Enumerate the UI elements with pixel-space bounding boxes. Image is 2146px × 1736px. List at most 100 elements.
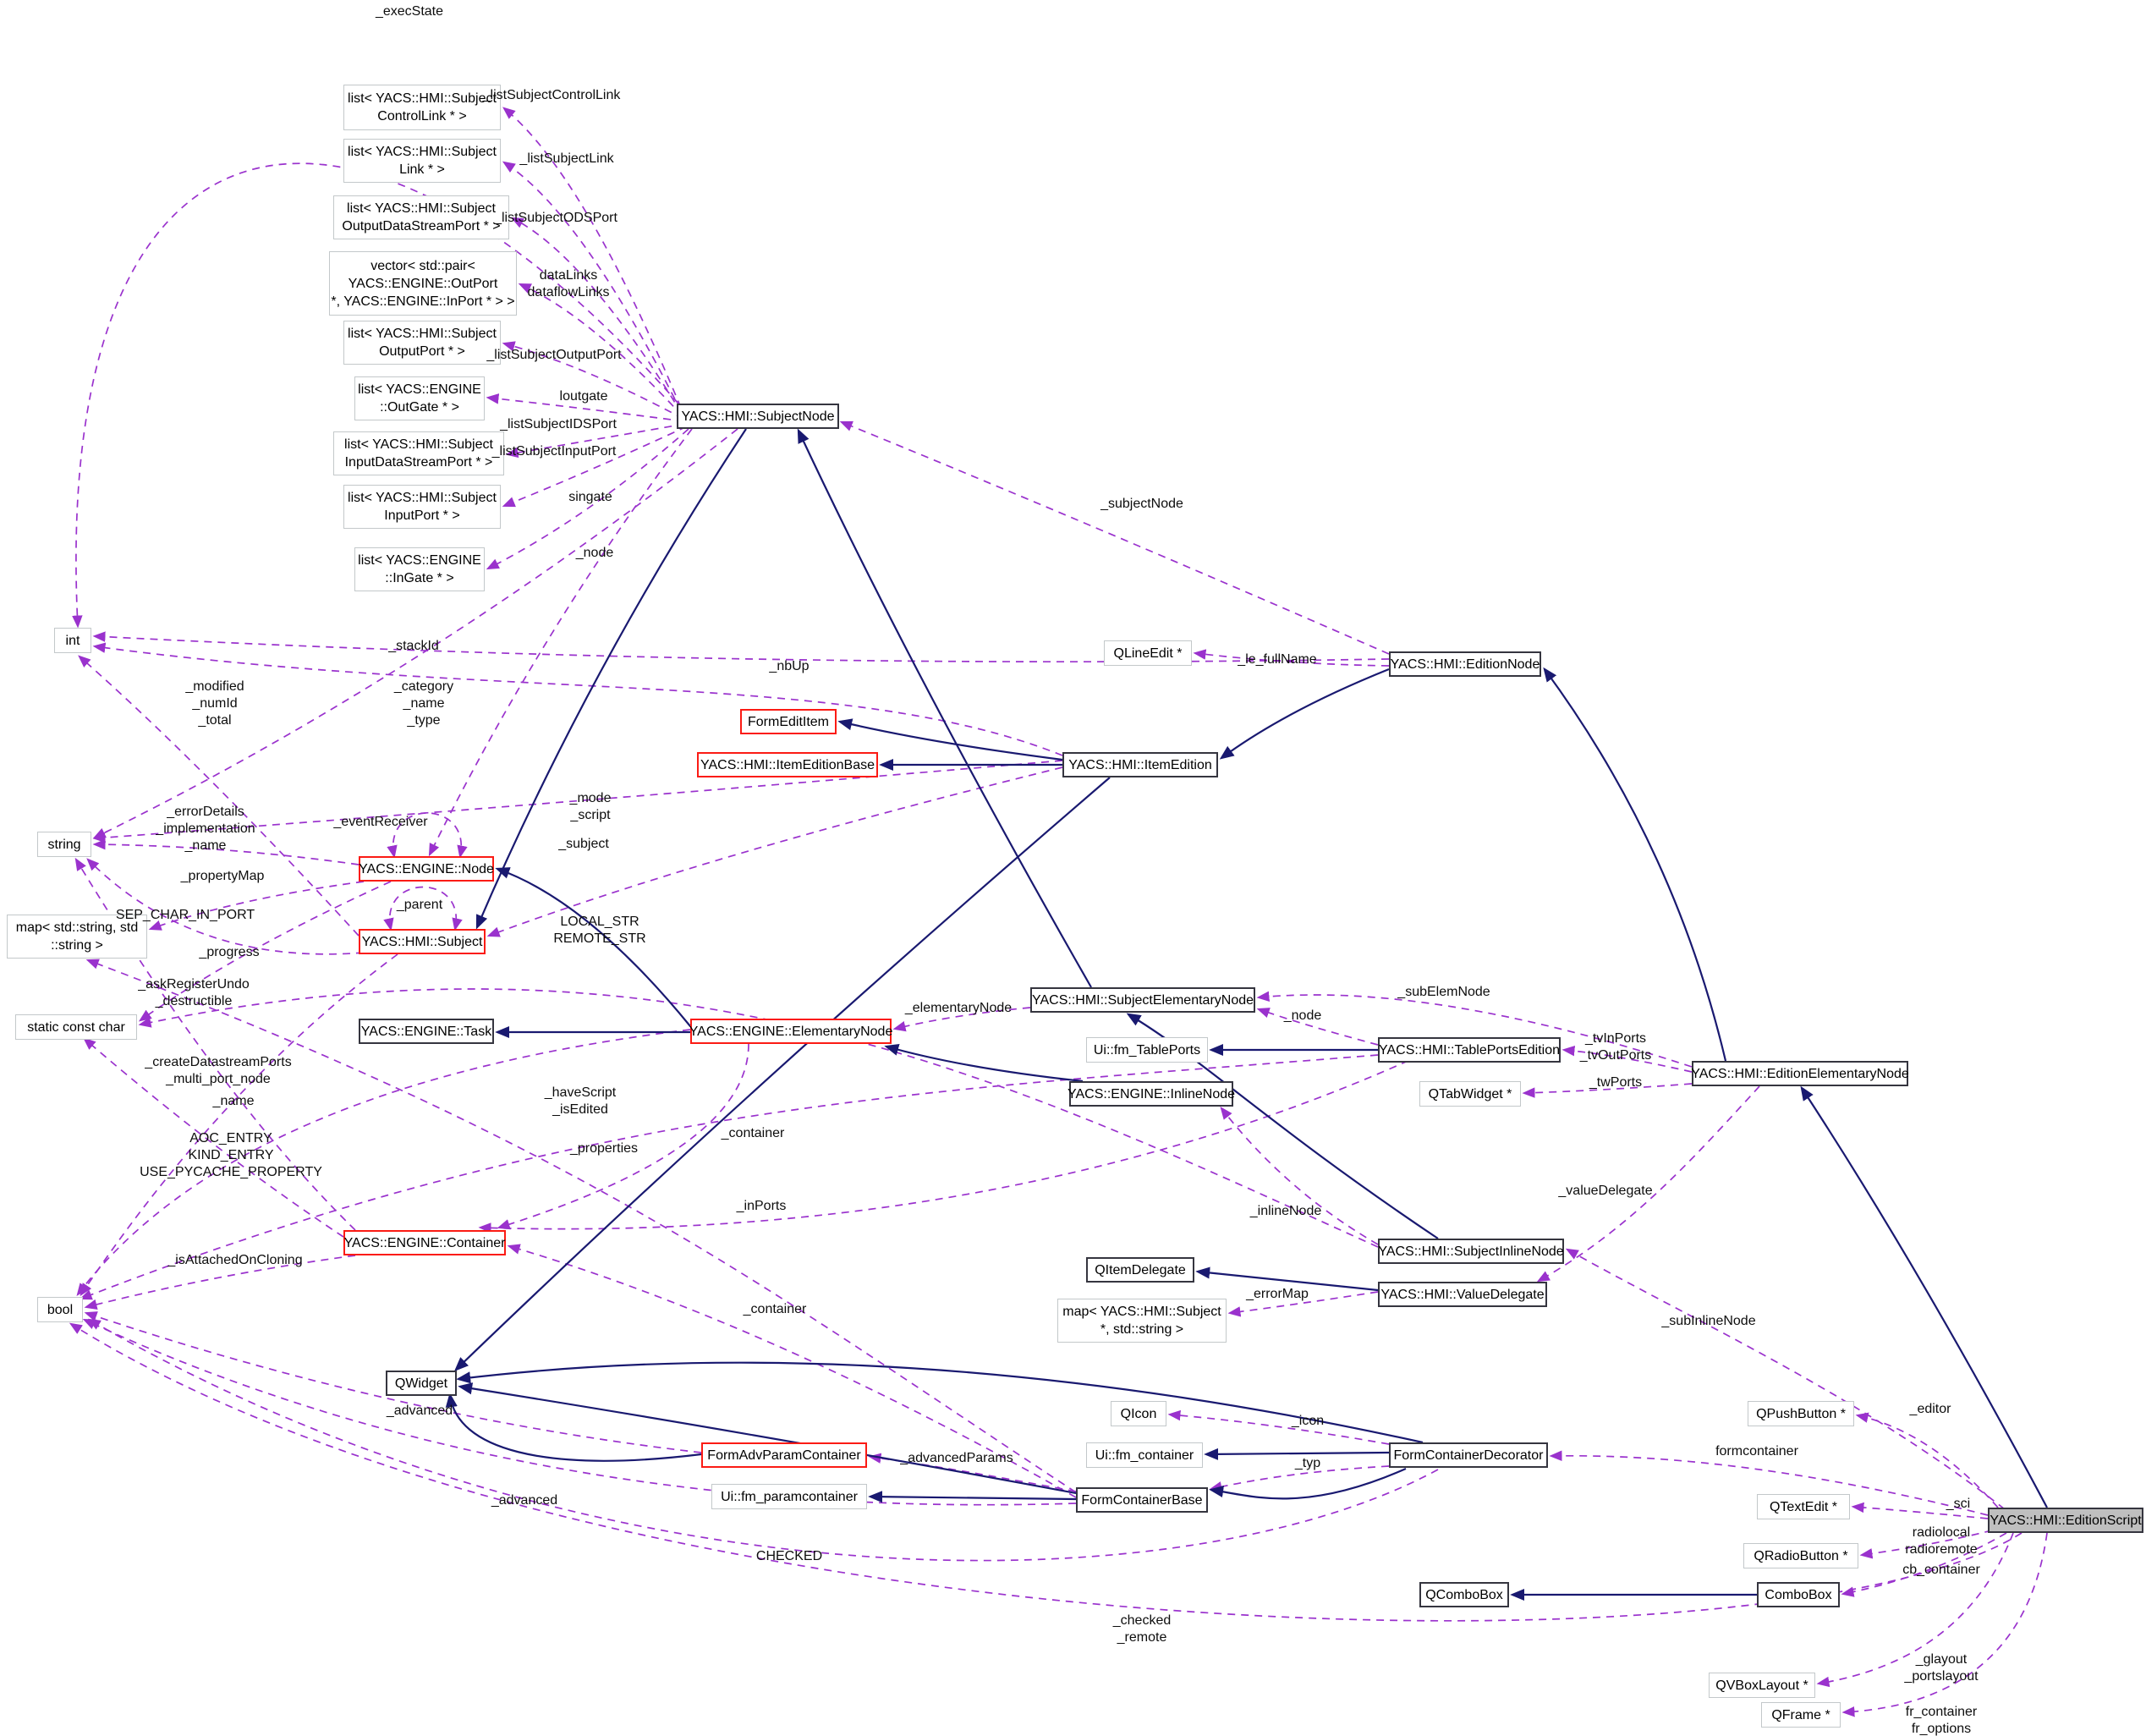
usage-edge bbox=[84, 1311, 702, 1453]
inheritance-edge bbox=[1800, 1085, 2048, 1508]
usage-edge bbox=[383, 886, 463, 931]
class-box-value-delegate[interactable]: YACS::HMI::ValueDelegate bbox=[1378, 1282, 1547, 1307]
class-box-qtabwidget: QTabWidget * bbox=[1419, 1081, 1521, 1107]
usage-edge bbox=[505, 423, 686, 459]
usage-edge bbox=[1209, 1465, 1390, 1492]
edge-label: LOCAL_STR REMOTE_STR bbox=[553, 915, 646, 946]
edge-label: _errorDetails _implementation _name bbox=[156, 805, 255, 853]
inheritance-edge bbox=[495, 867, 691, 1027]
class-box-list-outgate: list< YACS::ENGINE ::OutGate * > bbox=[354, 376, 485, 420]
edge-label: _modified _numId _total bbox=[185, 679, 244, 728]
usage-edge bbox=[82, 1318, 1077, 1506]
usage-edge bbox=[486, 393, 685, 422]
usage-edge bbox=[502, 161, 682, 412]
edge-label: _haveScript _isEdited bbox=[544, 1085, 617, 1117]
class-box-map-subject-string: map< YACS::HMI::Subject *, std::string > bbox=[1057, 1299, 1227, 1343]
usage-edge bbox=[86, 858, 365, 955]
class-box-qtextedit: QTextEdit * bbox=[1757, 1494, 1850, 1519]
usage-edge bbox=[502, 426, 688, 508]
usage-edge bbox=[92, 631, 1390, 663]
usage-edge bbox=[892, 1007, 1031, 1032]
usage-edge bbox=[497, 1043, 749, 1230]
usage-edge bbox=[1220, 1107, 1379, 1245]
usage-edge bbox=[518, 283, 683, 417]
edge-label: radiolocal radioremote bbox=[1905, 1525, 1978, 1557]
class-box-edition-node[interactable]: YACS::HMI::EditionNode bbox=[1389, 651, 1541, 677]
edge-label: loutgate bbox=[559, 389, 608, 404]
class-box-tableports-edition[interactable]: YACS::HMI::TablePortsEdition bbox=[1378, 1037, 1561, 1063]
usage-edge bbox=[387, 812, 468, 859]
class-box-qpushbutton: QPushButton * bbox=[1748, 1401, 1854, 1426]
class-box-formedititem[interactable]: FormEditItem bbox=[740, 709, 837, 734]
class-box-itemeditionbase[interactable]: YACS::HMI::ItemEditionBase bbox=[697, 752, 878, 777]
usage-edge bbox=[1522, 1083, 1693, 1098]
class-box-elementary-node[interactable]: YACS::ENGINE::ElementaryNode bbox=[689, 1019, 892, 1044]
edge-label: _errorMap bbox=[1246, 1287, 1309, 1301]
usage-edge bbox=[72, 162, 679, 629]
edge-label: _valueDelegate bbox=[1558, 1184, 1653, 1198]
class-box-qcombobox[interactable]: QComboBox bbox=[1419, 1582, 1509, 1607]
edge-label: _node bbox=[575, 546, 614, 560]
usage-edge bbox=[83, 1037, 344, 1238]
edge-label: _listSubjectInputPort bbox=[491, 444, 617, 459]
usage-edge bbox=[1565, 1248, 2006, 1510]
edge-label: _propertyMap bbox=[180, 869, 265, 883]
edge-label: _sci bbox=[1946, 1497, 1971, 1511]
class-box-engine-node[interactable]: YACS::ENGINE::Node bbox=[359, 856, 494, 882]
usage-edge bbox=[510, 217, 683, 415]
class-box-fm-tableports: Ui::fm_TablePorts bbox=[1086, 1037, 1208, 1063]
class-box-subject-inline-node[interactable]: YACS::HMI::SubjectInlineNode bbox=[1378, 1239, 1564, 1264]
edge-label: _twPorts bbox=[1589, 1075, 1643, 1090]
class-box-list-subject-outputport: list< YACS::HMI::Subject OutputPort * > bbox=[343, 321, 501, 365]
edge-label: _subInlineNode bbox=[1661, 1314, 1756, 1328]
edge-label: _node bbox=[1283, 1008, 1322, 1023]
edge-label: _createDatastreamPorts _multi_port_node bbox=[145, 1055, 292, 1086]
edge-label: SEP_CHAR_IN_PORT bbox=[115, 908, 255, 922]
class-box-qframe: QFrame * bbox=[1761, 1702, 1841, 1728]
usage-edge bbox=[1851, 1502, 1989, 1519]
class-box-engine-task[interactable]: YACS::ENGINE::Task bbox=[359, 1019, 494, 1044]
usage-edge bbox=[138, 881, 392, 1022]
class-box-engine-container[interactable]: YACS::ENGINE::Container bbox=[343, 1230, 506, 1255]
edge-label: _advanced bbox=[491, 1493, 558, 1508]
class-box-map-string-string: map< std::string, std ::string > bbox=[7, 915, 147, 959]
edge-label: _inPorts bbox=[736, 1199, 787, 1213]
class-box-form-adv-param-container[interactable]: FormAdvParamContainer bbox=[701, 1442, 867, 1468]
usage-edge bbox=[1855, 1412, 1999, 1508]
edge-label: CHECKED bbox=[755, 1549, 823, 1563]
class-box-subject[interactable]: YACS::HMI::Subject bbox=[359, 929, 486, 954]
inheritance-edge bbox=[837, 718, 1063, 761]
edge-label: _checked _remote bbox=[1112, 1613, 1172, 1645]
edge-label: _isAttachedOnCloning bbox=[167, 1253, 303, 1267]
class-box-edition-elementary-node[interactable]: YACS::HMI::EditionElementaryNode bbox=[1691, 1061, 1909, 1086]
usage-edge bbox=[868, 1453, 1077, 1492]
edge-label: _listSubjectIDSPort bbox=[500, 417, 617, 431]
class-box-list-subject-odsport: list< YACS::HMI::Subject OutputDataStrea… bbox=[333, 195, 509, 239]
class-box-form-container-base[interactable]: FormContainerBase bbox=[1076, 1487, 1208, 1513]
class-box-itemedition[interactable]: YACS::HMI::ItemEdition bbox=[1062, 752, 1218, 777]
edge-label: _inlineNode bbox=[1249, 1204, 1322, 1218]
inheritance-edge bbox=[1209, 1467, 1407, 1500]
class-box-qitemdelegate[interactable]: QItemDelegate bbox=[1086, 1257, 1194, 1283]
class-box-list-subject-inputport: list< YACS::HMI::Subject InputPort * > bbox=[343, 485, 501, 529]
class-box-qwidget[interactable]: QWidget bbox=[386, 1371, 457, 1396]
edge-label: _properties bbox=[569, 1141, 639, 1156]
edge-label: _listSubjectODSPort bbox=[494, 211, 617, 225]
usage-edge bbox=[79, 1054, 1379, 1300]
usage-edge bbox=[92, 642, 1063, 756]
usage-edge bbox=[502, 341, 684, 420]
class-box-subject-node[interactable]: YACS::HMI::SubjectNode bbox=[677, 404, 839, 429]
edge-label: AOC_ENTRY KIND_ENTRY USE_PYCACHE_PROPERT… bbox=[140, 1131, 322, 1179]
class-box-inline-node[interactable]: YACS::ENGINE::InlineNode bbox=[1068, 1081, 1235, 1107]
usage-edge bbox=[92, 428, 738, 839]
class-box-form-container-decorator[interactable]: FormContainerDecorator bbox=[1389, 1442, 1548, 1468]
edge-label: _subjectNode bbox=[1100, 497, 1183, 511]
usage-edge bbox=[84, 1255, 356, 1310]
class-box-vector-outport-inport: vector< std::pair< YACS::ENGINE::OutPort… bbox=[329, 251, 517, 316]
class-box-subject-elementary-node[interactable]: YACS::HMI::SubjectElementaryNode bbox=[1030, 987, 1255, 1013]
edge-label: _mode _script bbox=[569, 791, 612, 822]
usage-edge bbox=[486, 766, 1063, 937]
class-box-combobox[interactable]: ComboBox bbox=[1757, 1582, 1840, 1607]
